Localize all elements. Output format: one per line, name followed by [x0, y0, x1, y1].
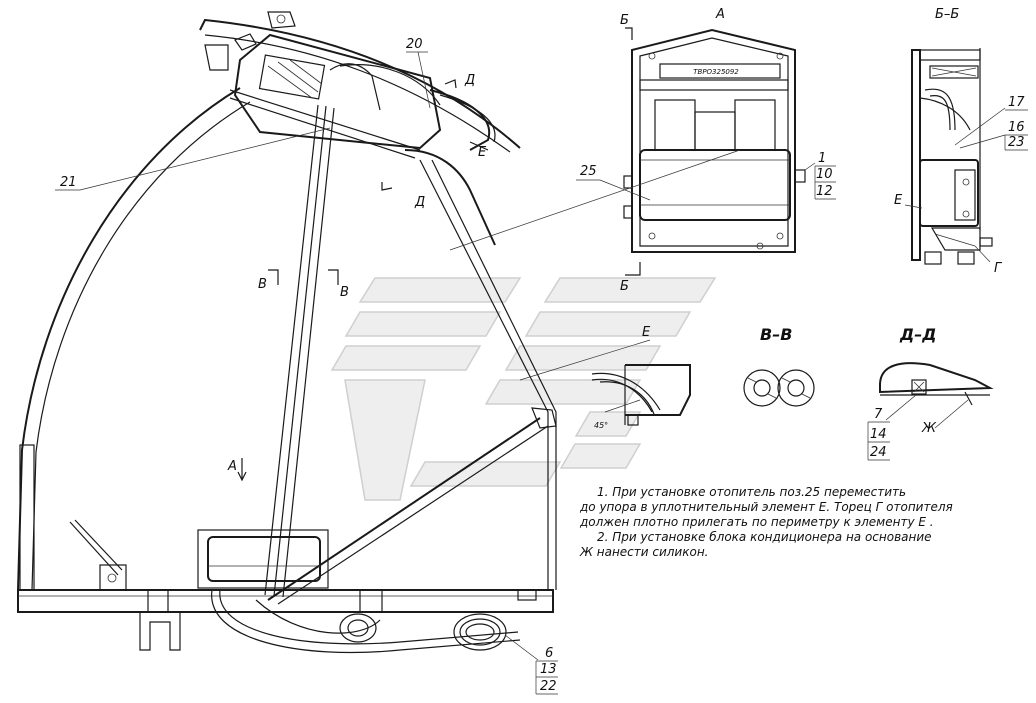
- view-a: [623, 27, 806, 276]
- note-line-2: до упора в уплотнительный элемент Е. Тор…: [579, 500, 953, 514]
- section-vv-title: В–В: [760, 325, 792, 344]
- callout-24: 24: [870, 445, 887, 460]
- section-bb: [911, 48, 993, 265]
- callout-21: 21: [60, 175, 77, 190]
- marker-a-arrow: А: [227, 459, 237, 474]
- cab-side-view: [17, 11, 557, 654]
- callout-1: 1: [818, 151, 826, 166]
- section-dd-title: Д–Д: [899, 325, 937, 344]
- callout-7: 7: [874, 407, 883, 422]
- callout-25: 25: [580, 164, 597, 179]
- angle-label: 45°: [594, 421, 608, 430]
- marker-v-left: В: [258, 277, 267, 292]
- marker-d-bottom: Д: [414, 195, 425, 210]
- section-dd: [879, 362, 994, 406]
- callout-14: 14: [870, 427, 887, 442]
- callout-13: 13: [540, 662, 557, 677]
- note-line-5: Ж нанести силикон.: [579, 545, 708, 559]
- detail-e: [591, 364, 691, 426]
- note-line-4: 2. При установке блока кондиционера на о…: [597, 530, 932, 544]
- marker-e-bb: Е: [894, 193, 903, 208]
- section-vv: [743, 369, 815, 407]
- view-e-title: Е: [642, 325, 651, 340]
- marker-d-top: Д: [464, 73, 475, 88]
- marker-g-bb: Г: [994, 261, 1003, 276]
- watermark-logo: [330, 277, 717, 501]
- callout-6: 6: [545, 646, 553, 661]
- plate-text: ТВРО325092: [693, 68, 739, 76]
- callout-17: 17: [1008, 95, 1025, 110]
- marker-e-arrow: Е: [478, 145, 487, 160]
- note-line-1: 1. При установке отопитель поз.25 переме…: [597, 485, 906, 499]
- callout-23: 23: [1008, 135, 1025, 150]
- marker-b-top: Б: [620, 13, 629, 28]
- callout-10: 10: [816, 167, 833, 182]
- view-a-title: А: [715, 7, 725, 22]
- view-bb-title: Б–Б: [935, 7, 959, 22]
- callout-16: 16: [1008, 120, 1025, 135]
- callout-20: 20: [406, 37, 423, 52]
- marker-zh-dd: Ж: [921, 421, 937, 436]
- callout-12: 12: [816, 184, 833, 199]
- note-line-3: должен плотно прилегать по периметру к э…: [579, 515, 934, 529]
- marker-v-right: В: [340, 285, 349, 300]
- callout-22: 22: [540, 679, 557, 694]
- marker-b-bottom: Б: [620, 279, 629, 294]
